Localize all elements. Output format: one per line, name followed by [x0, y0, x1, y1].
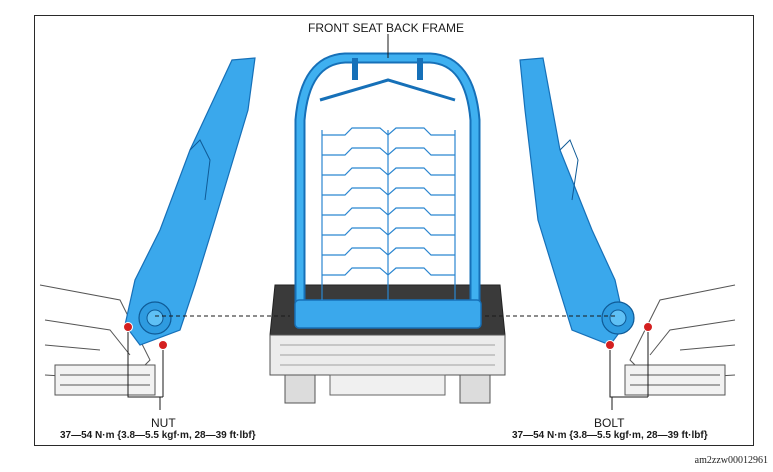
- nut-upper: [123, 322, 133, 332]
- bolt-leader: [609, 332, 649, 410]
- nut-leader: [127, 332, 164, 410]
- right-rail-assembly: [624, 284, 736, 396]
- nut-markers: [123, 322, 168, 410]
- nut-lower: [158, 340, 168, 350]
- right-recliner-bracket: [519, 57, 635, 346]
- front-seat-back-frame-label: FRONT SEAT BACK FRAME: [308, 21, 465, 35]
- bolt-upper: [643, 322, 653, 332]
- seat-back-springs: [321, 127, 456, 300]
- bolt-markers: [605, 322, 653, 410]
- bolt-label: BOLT: [594, 416, 625, 430]
- left-recliner-bracket: [124, 57, 256, 346]
- bolt-torque-spec: 37—54 N·m {3.8—5.5 kgf·m, 28—39 ft·lbf}: [512, 430, 708, 441]
- bolt-lower: [605, 340, 615, 350]
- figure-code: am2zzw00012961: [694, 455, 768, 466]
- nut-label: NUT: [151, 416, 176, 430]
- left-rail-assembly: [39, 284, 156, 396]
- nut-torque-spec: 37—54 N·m {3.8—5.5 kgf·m, 28—39 ft·lbf}: [60, 430, 256, 441]
